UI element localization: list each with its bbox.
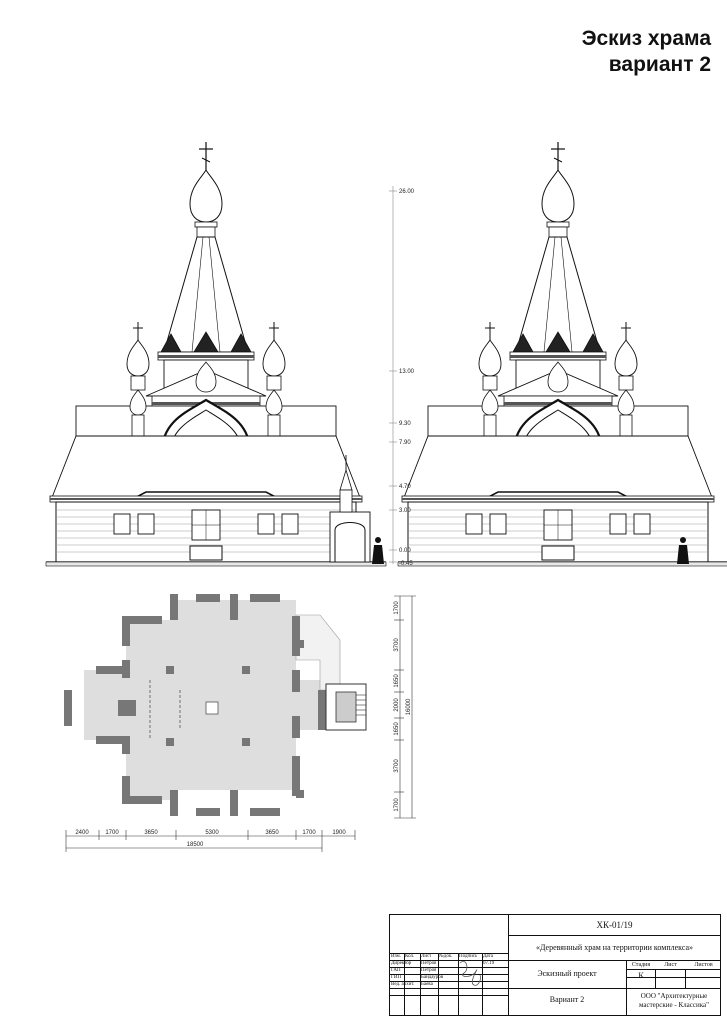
stamp-date: 07.19: [483, 961, 495, 966]
level-scale: 26.00 13.00 9.30 7.90 4.70 3.00 0.00 -0.…: [389, 186, 415, 567]
stamp-sheet-header: Лист: [664, 962, 677, 968]
stamp-header-list: Лист: [421, 954, 432, 959]
plan-dim-bottom: 3650: [144, 830, 158, 836]
stamp-header-izm: Изм.: [391, 954, 401, 959]
level-label: 3.00: [399, 508, 411, 514]
stamp-person: Бандауров: [421, 975, 444, 980]
stamp-project-name: «Деревянный храм на территории комплекса…: [535, 943, 694, 952]
stamp-person: Петров: [421, 961, 437, 966]
level-label: 13.00: [399, 369, 415, 375]
plan-dim-bottom: 1900: [332, 830, 346, 836]
stamp-code: ХК-01/19: [596, 920, 633, 930]
plan-dim-right: 1700: [394, 798, 400, 812]
stamp-header-date: Дата: [483, 954, 493, 959]
scale-figure-right: [677, 537, 689, 564]
level-label: 0.00: [399, 548, 411, 554]
stamp-person: Петров: [421, 968, 437, 973]
stamp-header-doc: №док.: [439, 954, 453, 959]
porch-left: [329, 455, 371, 563]
plan-dim-right: 2000: [394, 698, 400, 712]
stamp-person: Баева: [421, 982, 433, 987]
stamp-stage-label: Эскизный проект: [537, 969, 597, 978]
plan-dim-right: 3700: [394, 759, 400, 773]
stamp-role: ГИП: [391, 975, 402, 980]
plan-dim-total-vertical: 16000: [406, 698, 412, 715]
plan-dim-right: 1700: [394, 601, 400, 615]
sheet-title: Эскиз храма вариант 2: [582, 26, 711, 78]
title-line-2: вариант 2: [608, 53, 711, 76]
plan-dim-right: 3700: [394, 638, 400, 652]
stamp-sheets-header: Листов: [694, 962, 713, 968]
plan-dim-bottom: 2400: [75, 830, 89, 836]
stamp-role: ГАП: [391, 968, 401, 973]
title-block: ХК-01/19 «Деревянный храм на территории …: [389, 914, 721, 1016]
plan-dim-right: 1650: [394, 722, 400, 736]
plan-dim-bottom: 1700: [105, 830, 119, 836]
title-line-1: Эскиз храма: [581, 27, 711, 50]
level-label: 9.30: [399, 421, 411, 427]
stamp-stage-header: Стадия: [631, 962, 651, 968]
floor-plan: 2400 1700 3650 5300 3650 1700 1900 18500…: [64, 594, 416, 852]
stamp-variant: Вариант 2: [549, 995, 585, 1004]
plan-dim-right: 1650: [394, 674, 400, 688]
stamp-role: Директор: [391, 961, 412, 966]
stamp-stage-value: К: [638, 971, 644, 980]
plan-dim-total: 18500: [187, 842, 204, 848]
stamp-role: Вед. архит.: [391, 982, 415, 987]
level-label: 7.90: [399, 440, 411, 446]
signature-scribble: [459, 961, 481, 986]
stamp-header-kol: Кол.: [405, 954, 415, 959]
plan-dim-bottom: 1700: [302, 830, 316, 836]
plan-dim-bottom: 5300: [205, 830, 219, 836]
level-label: 4.70: [399, 484, 411, 490]
level-label: 26.00: [399, 189, 415, 195]
stamp-company: ООО "Архитектурные мастерские - Классика…: [639, 992, 709, 1009]
level-label: -0.45: [399, 561, 413, 567]
stamp-header-signature: Подпись: [459, 954, 478, 959]
plan-dim-bottom: 3650: [265, 830, 279, 836]
scale-figure-left: [372, 537, 384, 564]
